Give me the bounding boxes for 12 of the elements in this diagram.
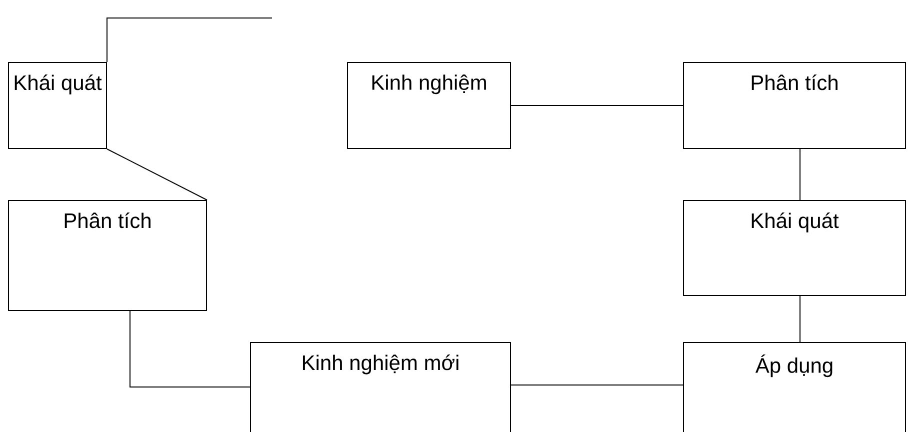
connector-line (106, 18, 272, 62)
process-box: Kinh nghiệm (347, 62, 511, 149)
process-box: Khái quát (8, 62, 107, 149)
process-box: Áp dụng (683, 342, 906, 432)
process-box: Phân tích (8, 200, 207, 311)
connector-line (130, 310, 250, 388)
process-box: Khái quát (683, 200, 906, 296)
process-box: Kinh nghiệm mới (250, 342, 511, 432)
connector-line (510, 384, 684, 386)
connector-line (106, 148, 208, 200)
process-box: Phân tích (683, 62, 906, 149)
connector-line (510, 105, 684, 106)
